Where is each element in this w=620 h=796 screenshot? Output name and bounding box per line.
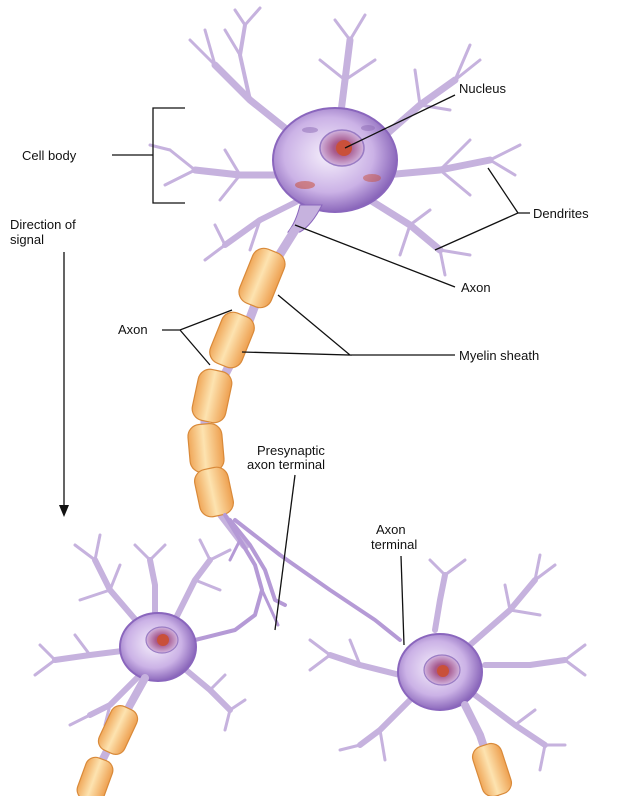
- main-nucleolus: [336, 140, 352, 156]
- myelin-segment: [190, 367, 234, 425]
- lower-right-myelin-segments: [470, 741, 515, 796]
- main-neuron: [150, 8, 520, 640]
- presynaptic-label-line1: Presynaptic: [257, 443, 325, 458]
- myelin-segment: [187, 423, 225, 474]
- direction-label-line1: Direction of: [10, 217, 76, 232]
- myelin-sheath-label: Myelin sheath: [459, 348, 539, 363]
- axon-terminal-label-line1: Axon: [376, 522, 406, 537]
- lower-right-neuron: [310, 555, 585, 796]
- myelin-segment: [470, 741, 515, 796]
- main-myelin-segments: [187, 245, 289, 519]
- presynaptic-label-line2: axon terminal: [247, 457, 325, 472]
- axon-upper-label: Axon: [461, 280, 491, 295]
- direction-label-line2: signal: [10, 232, 44, 247]
- main-axon-terminal-branches: [195, 515, 400, 640]
- axon-left-label: Axon: [118, 322, 148, 337]
- lower-left-neuron: [35, 535, 245, 796]
- cell-body-bracket: [112, 108, 185, 203]
- cell-body-label: Cell body: [22, 148, 77, 163]
- dendrites-bracket: [435, 168, 530, 250]
- lower-right-nucleolus: [437, 665, 449, 677]
- nucleus-label: Nucleus: [459, 81, 506, 96]
- myelin-segment: [235, 245, 288, 312]
- direction-arrowhead: [59, 505, 69, 517]
- dendrites-label: Dendrites: [533, 206, 589, 221]
- myelin-segment: [192, 465, 235, 519]
- axon-upper-leader: [295, 225, 455, 287]
- axon-terminal-label-line2: terminal: [371, 537, 417, 552]
- axon-terminal-leader: [401, 556, 404, 645]
- myelin-segment: [74, 755, 115, 796]
- myelin-sheath-leader: [242, 295, 455, 355]
- lower-left-nucleolus: [157, 634, 169, 646]
